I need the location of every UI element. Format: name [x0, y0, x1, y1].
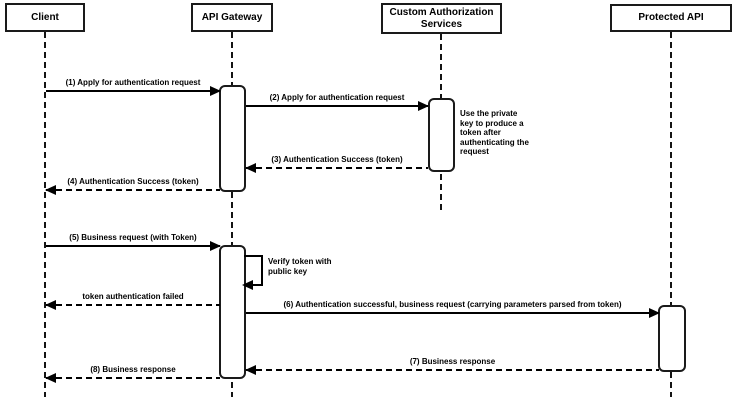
message-2-apply-auth-request: (2) Apply for authentication request	[246, 93, 429, 111]
arrowhead-right-icon	[210, 86, 221, 96]
actor-api-gateway-label: API Gateway	[201, 11, 263, 23]
message-8-line	[45, 373, 220, 383]
actor-protected-api-label: Protected API	[638, 12, 704, 24]
message-5-line	[46, 241, 221, 251]
message-3-auth-success-token: (3) Authentication Success (token)	[245, 155, 428, 173]
message-3-line	[245, 163, 428, 173]
self-message-verify-token	[242, 255, 263, 290]
actor-client: Client	[5, 3, 85, 32]
arrowhead-right-icon	[418, 101, 429, 111]
arrowhead-right-icon	[649, 308, 660, 318]
message-1-apply-auth-request: (1) Apply for authentication request	[46, 78, 221, 96]
arrowhead-left-icon	[242, 280, 253, 290]
message-1-line	[46, 86, 221, 96]
message-6-auth-successful-business-request: (6) Authentication successful, business …	[246, 300, 660, 318]
message-4-auth-success-token: (4) Authentication Success (token)	[45, 177, 220, 195]
message-3-label: (3) Authentication Success (token)	[271, 155, 403, 164]
message-2-label: (2) Apply for authentication request	[269, 93, 405, 102]
message-6-label: (6) Authentication successful, business …	[283, 300, 622, 309]
message-7-business-response: (7) Business response	[245, 357, 659, 375]
message-8-label: (8) Business response	[90, 365, 176, 374]
arrowhead-left-icon	[245, 163, 256, 173]
message-4-label: (4) Authentication Success (token)	[67, 177, 199, 186]
actor-protected-api: Protected API	[610, 4, 732, 32]
actor-client-label: Client	[31, 11, 59, 23]
message-1-label: (1) Apply for authentication request	[65, 78, 201, 87]
lifeline-protected-api	[670, 32, 672, 397]
arrowhead-left-icon	[245, 365, 256, 375]
lifeline-api-gateway	[231, 32, 233, 397]
message-8-business-response: (8) Business response	[45, 365, 220, 383]
message-7-label: (7) Business response	[409, 357, 496, 366]
activation-protected-api	[658, 305, 686, 372]
message-5-business-request: (5) Business request (with Token)	[46, 233, 221, 251]
arrowhead-left-icon	[45, 373, 56, 383]
actor-custom-authorization-services: Custom Authorization Services	[381, 3, 502, 34]
activation-custom-authorization-services	[428, 98, 455, 172]
message-7-line	[245, 365, 659, 375]
lifeline-client	[44, 32, 46, 397]
self-message-verify-token-label: Verify token with public key	[268, 257, 332, 276]
message-token-auth-failed-label: token authentication failed	[82, 292, 184, 301]
message-4-line	[45, 185, 220, 195]
message-6-line	[246, 308, 660, 318]
message-token-auth-failed-line	[45, 300, 220, 310]
message-5-label: (5) Business request (with Token)	[69, 233, 197, 242]
actor-custom-authorization-services-label: Custom Authorization Services	[389, 7, 494, 30]
arrowhead-left-icon	[45, 185, 56, 195]
message-token-auth-failed: token authentication failed	[45, 292, 220, 310]
activation-api-gateway-business	[219, 245, 246, 379]
arrowhead-right-icon	[210, 241, 221, 251]
actor-api-gateway: API Gateway	[191, 3, 273, 32]
message-2-line	[246, 101, 429, 111]
activation-api-gateway-auth	[219, 85, 246, 192]
arrowhead-left-icon	[45, 300, 56, 310]
note-private-key: Use the private key to produce a token a…	[460, 109, 529, 156]
